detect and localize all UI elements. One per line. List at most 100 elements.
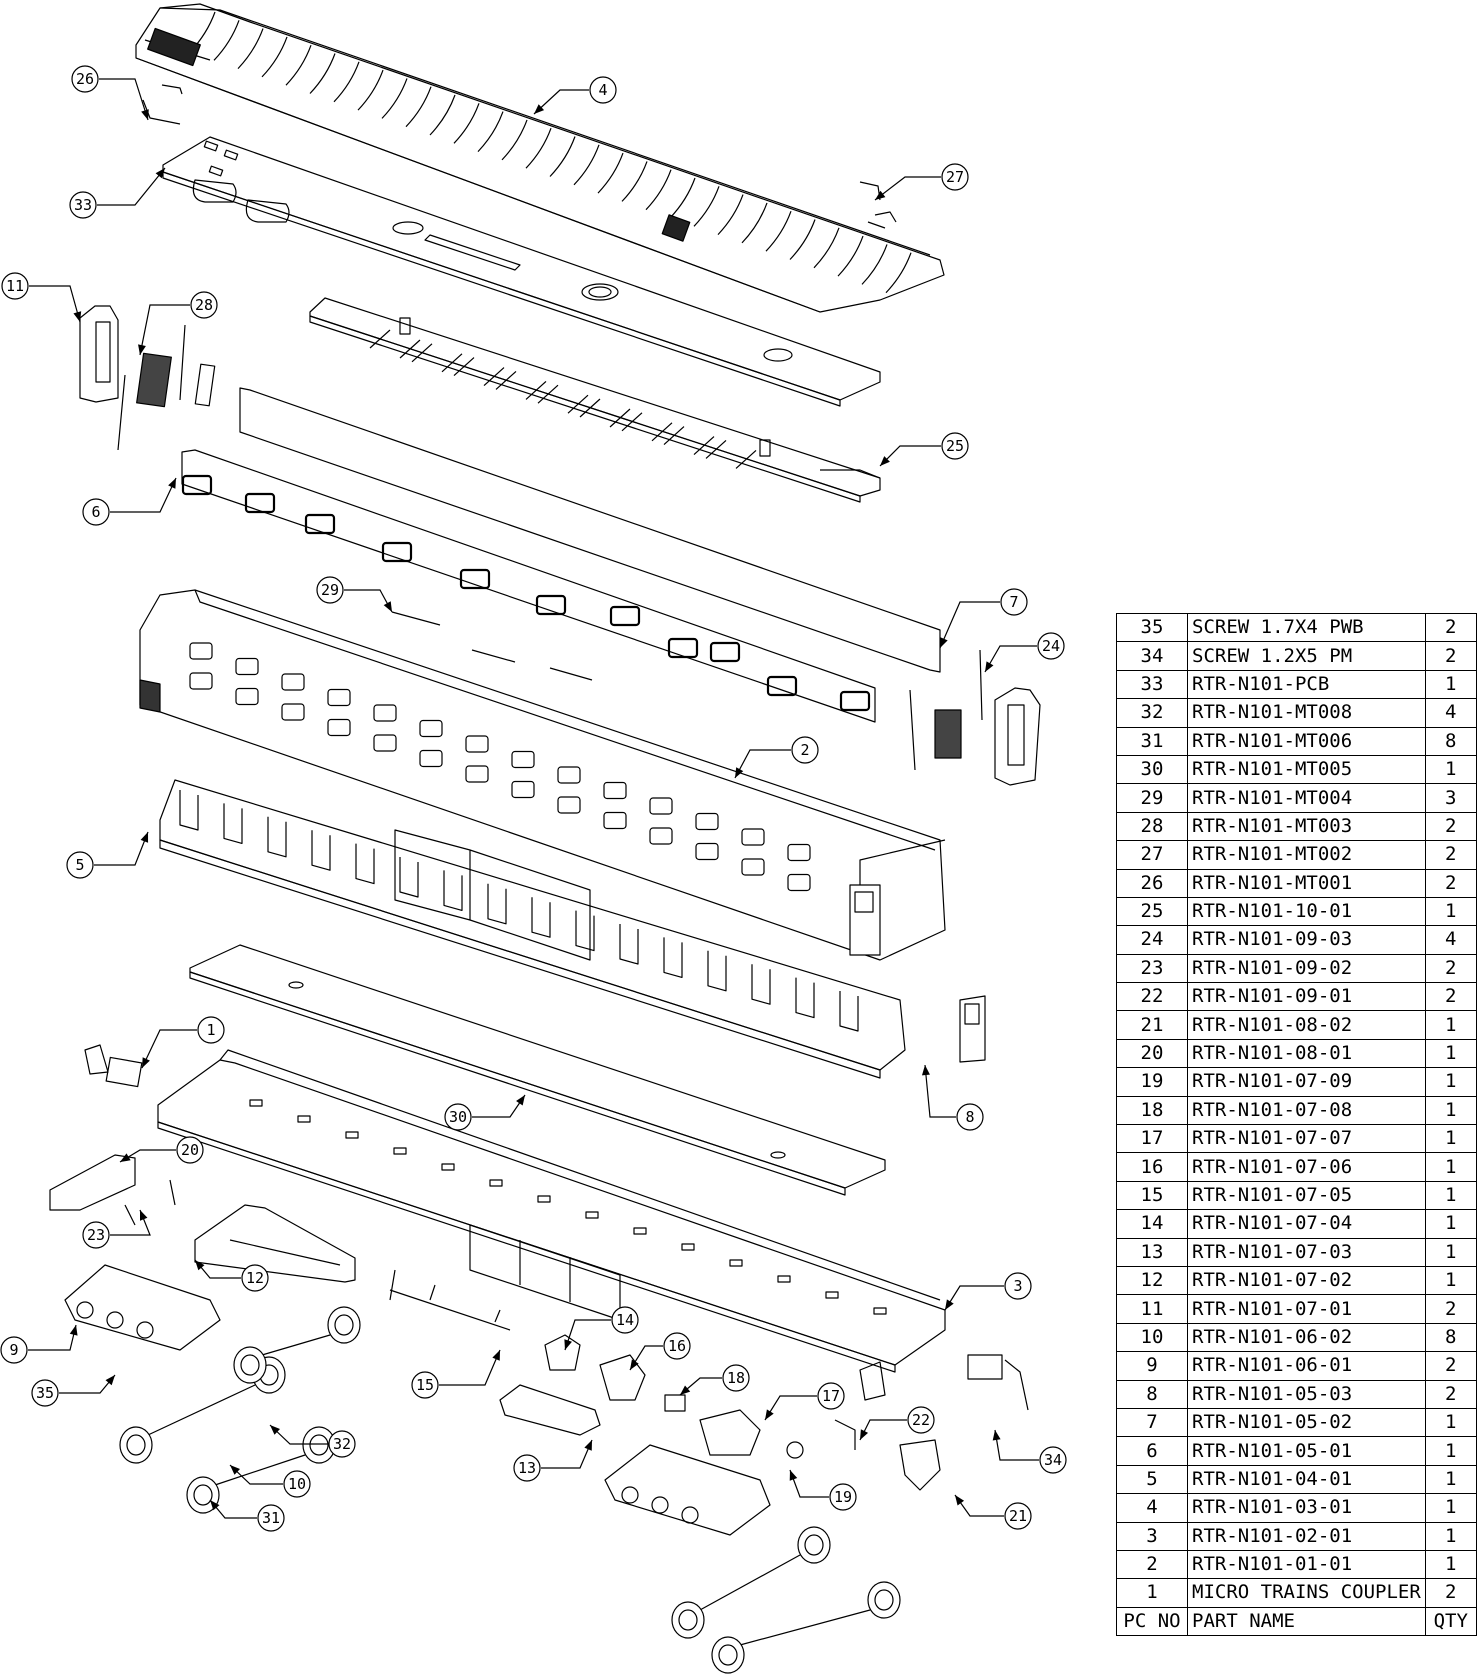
bom-cell-qty: 1 xyxy=(1424,1464,1477,1495)
callout-29: 29 xyxy=(316,576,393,613)
bom-cell-no: 9 xyxy=(1116,1351,1188,1381)
bom-cell-no: 13 xyxy=(1116,1237,1188,1267)
callout-label: 16 xyxy=(668,1337,686,1355)
bom-cell-qty: 2 xyxy=(1424,868,1477,898)
callout-label: 23 xyxy=(87,1226,105,1244)
bom-cell-no: 22 xyxy=(1116,982,1188,1012)
callout-18: 18 xyxy=(679,1364,750,1396)
bom-cell-qty: 1 xyxy=(1424,1237,1477,1267)
bom-cell-name: RTR-N101-05-03 xyxy=(1187,1379,1426,1409)
callout-9: 9 xyxy=(0,1324,78,1364)
bom-cell-no: 21 xyxy=(1116,1010,1188,1040)
callout-8: 8 xyxy=(921,1064,984,1131)
callout-label: 32 xyxy=(333,1435,351,1453)
callout-label: 24 xyxy=(1042,637,1060,655)
callout-20: 20 xyxy=(119,1136,204,1164)
callout-34: 34 xyxy=(992,1429,1067,1474)
glazing-part xyxy=(239,387,941,673)
bom-cell-name: RTR-N101-MT003 xyxy=(1187,811,1426,842)
callout-26: 26 xyxy=(71,65,149,121)
callout-label: 13 xyxy=(518,1459,536,1477)
callout-label: 34 xyxy=(1044,1451,1062,1469)
bom-cell-qty: 1 xyxy=(1424,1180,1477,1211)
callout-25: 25 xyxy=(879,432,969,467)
bom-cell-qty: 4 xyxy=(1424,925,1477,955)
bom-cell-name: RTR-N101-MT005 xyxy=(1187,754,1426,785)
bom-cell-qty: 2 xyxy=(1424,1294,1477,1324)
bom-cell-name: RTR-N101-05-01 xyxy=(1187,1436,1426,1466)
bom-cell-qty: 1 xyxy=(1424,1038,1477,1069)
callout-label: 30 xyxy=(449,1108,467,1126)
callout-label: 4 xyxy=(598,81,607,99)
callout-13: 13 xyxy=(513,1439,593,1482)
callout-24: 24 xyxy=(984,632,1065,673)
bom-cell-qty: 2 xyxy=(1424,641,1477,671)
bom-cell-name: RTR-N101-MT008 xyxy=(1187,698,1426,728)
callout-label: 17 xyxy=(822,1387,840,1405)
bom-cell-no: 4 xyxy=(1116,1493,1188,1523)
bom-cell-name: SCREW 1.2X5 PM xyxy=(1187,641,1426,671)
bom-cell-qty: 2 xyxy=(1424,1379,1477,1409)
bom-cell-qty: 2 xyxy=(1424,982,1477,1012)
bom-cell-name: RTR-N101-07-06 xyxy=(1187,1152,1426,1182)
callout-label: 21 xyxy=(1009,1507,1027,1525)
callout-label: 2 xyxy=(800,741,809,759)
bom-cell-name: RTR-N101-PCB xyxy=(1187,669,1426,700)
bom-cell-qty: 1 xyxy=(1424,1209,1477,1239)
weight-12 xyxy=(194,1204,356,1283)
bom-cell-no: 7 xyxy=(1116,1407,1188,1438)
bom-cell-no: 15 xyxy=(1116,1180,1188,1211)
bom-cell-no: 29 xyxy=(1116,783,1188,813)
bom-cell-qty: 8 xyxy=(1424,726,1477,756)
bom-cell-name: RTR-N101-08-02 xyxy=(1187,1010,1426,1040)
bom-cell-name: MICRO TRAINS COUPLER xyxy=(1187,1578,1426,1608)
bom-cell-no: 10 xyxy=(1116,1322,1188,1353)
bom-cell-qty: 1 xyxy=(1424,1095,1477,1126)
callout-35: 35 xyxy=(31,1374,116,1407)
end-door-24 xyxy=(909,649,1041,786)
callout-15: 15 xyxy=(411,1349,501,1399)
callout-label: 27 xyxy=(946,168,964,186)
callout-28: 28 xyxy=(138,291,218,356)
callout-label: 15 xyxy=(416,1376,434,1394)
callout-label: 18 xyxy=(727,1369,745,1387)
callout-19: 19 xyxy=(789,1469,857,1511)
callout-23: 23 xyxy=(82,1209,151,1249)
bom-header-no: PC NO xyxy=(1116,1606,1188,1637)
callout-label: 25 xyxy=(946,437,964,455)
callout-label: 20 xyxy=(181,1141,199,1159)
callout-label: 10 xyxy=(288,1475,306,1493)
bom-cell-no: 20 xyxy=(1116,1038,1188,1069)
bom-cell-name: RTR-N101-06-02 xyxy=(1187,1322,1426,1353)
callout-label: 33 xyxy=(74,196,92,214)
window-strip-part xyxy=(181,449,876,723)
callout-30: 30 xyxy=(444,1094,526,1131)
callout-12: 12 xyxy=(194,1259,269,1292)
bom-cell-name: RTR-N101-01-01 xyxy=(1187,1549,1426,1580)
bom-cell-qty: 1 xyxy=(1424,1265,1477,1296)
bom-cell-name: RTR-N101-07-01 xyxy=(1187,1294,1426,1324)
bom-cell-qty: 1 xyxy=(1424,1521,1477,1551)
bom-cell-no: 5 xyxy=(1116,1464,1188,1495)
bracket-20 xyxy=(49,1154,176,1226)
callout-17: 17 xyxy=(764,1382,845,1421)
bom-cell-qty: 1 xyxy=(1424,1067,1477,1097)
callout-label: 9 xyxy=(9,1341,18,1359)
